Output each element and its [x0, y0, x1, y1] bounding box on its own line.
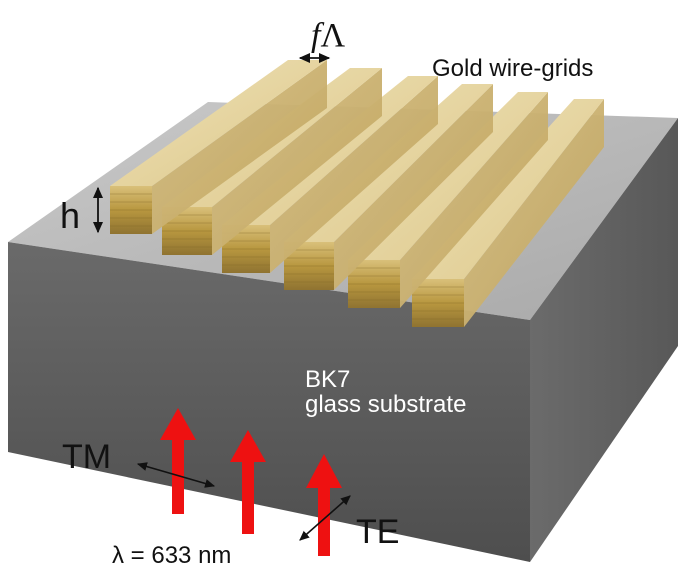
gold-wire-side-face	[152, 60, 327, 234]
gold-wire-side-face	[400, 92, 548, 308]
period-label: fΛ	[311, 17, 345, 54]
substrate-right-face	[530, 118, 678, 562]
beam-arrow-middle	[230, 430, 266, 534]
gold-wire-top-face	[110, 60, 327, 186]
substrate-label-line1: BK7	[305, 366, 350, 393]
substrate-front-face	[8, 242, 530, 562]
gold-wire-side-face	[334, 84, 493, 290]
gold-wire	[110, 60, 327, 234]
gold-wire-side-face	[270, 76, 438, 273]
te-label: TE	[356, 513, 399, 551]
gold-wire-front-face	[412, 279, 464, 327]
period-label-lambda: Λ	[320, 17, 345, 54]
tm-polarization-arrow	[136, 462, 216, 488]
gold-wire-front-face	[110, 186, 152, 234]
gold-wire-side-face	[212, 68, 382, 255]
tm-label: TM	[62, 438, 111, 476]
gold-wire-front-face	[162, 207, 212, 255]
gold-wire-grids-label: Gold wire-grids	[432, 55, 593, 82]
gold-wire-front-face	[284, 242, 334, 290]
te-polarization-arrow	[299, 495, 351, 541]
wavelength-label: λ = 633 nm	[112, 542, 231, 569]
gold-wire-front-face	[348, 260, 400, 308]
gold-wire-side-face	[464, 99, 604, 327]
substrate-label-line2: glass substrate	[305, 391, 466, 418]
height-label: h	[60, 195, 80, 236]
gold-wire-grids	[110, 60, 604, 327]
